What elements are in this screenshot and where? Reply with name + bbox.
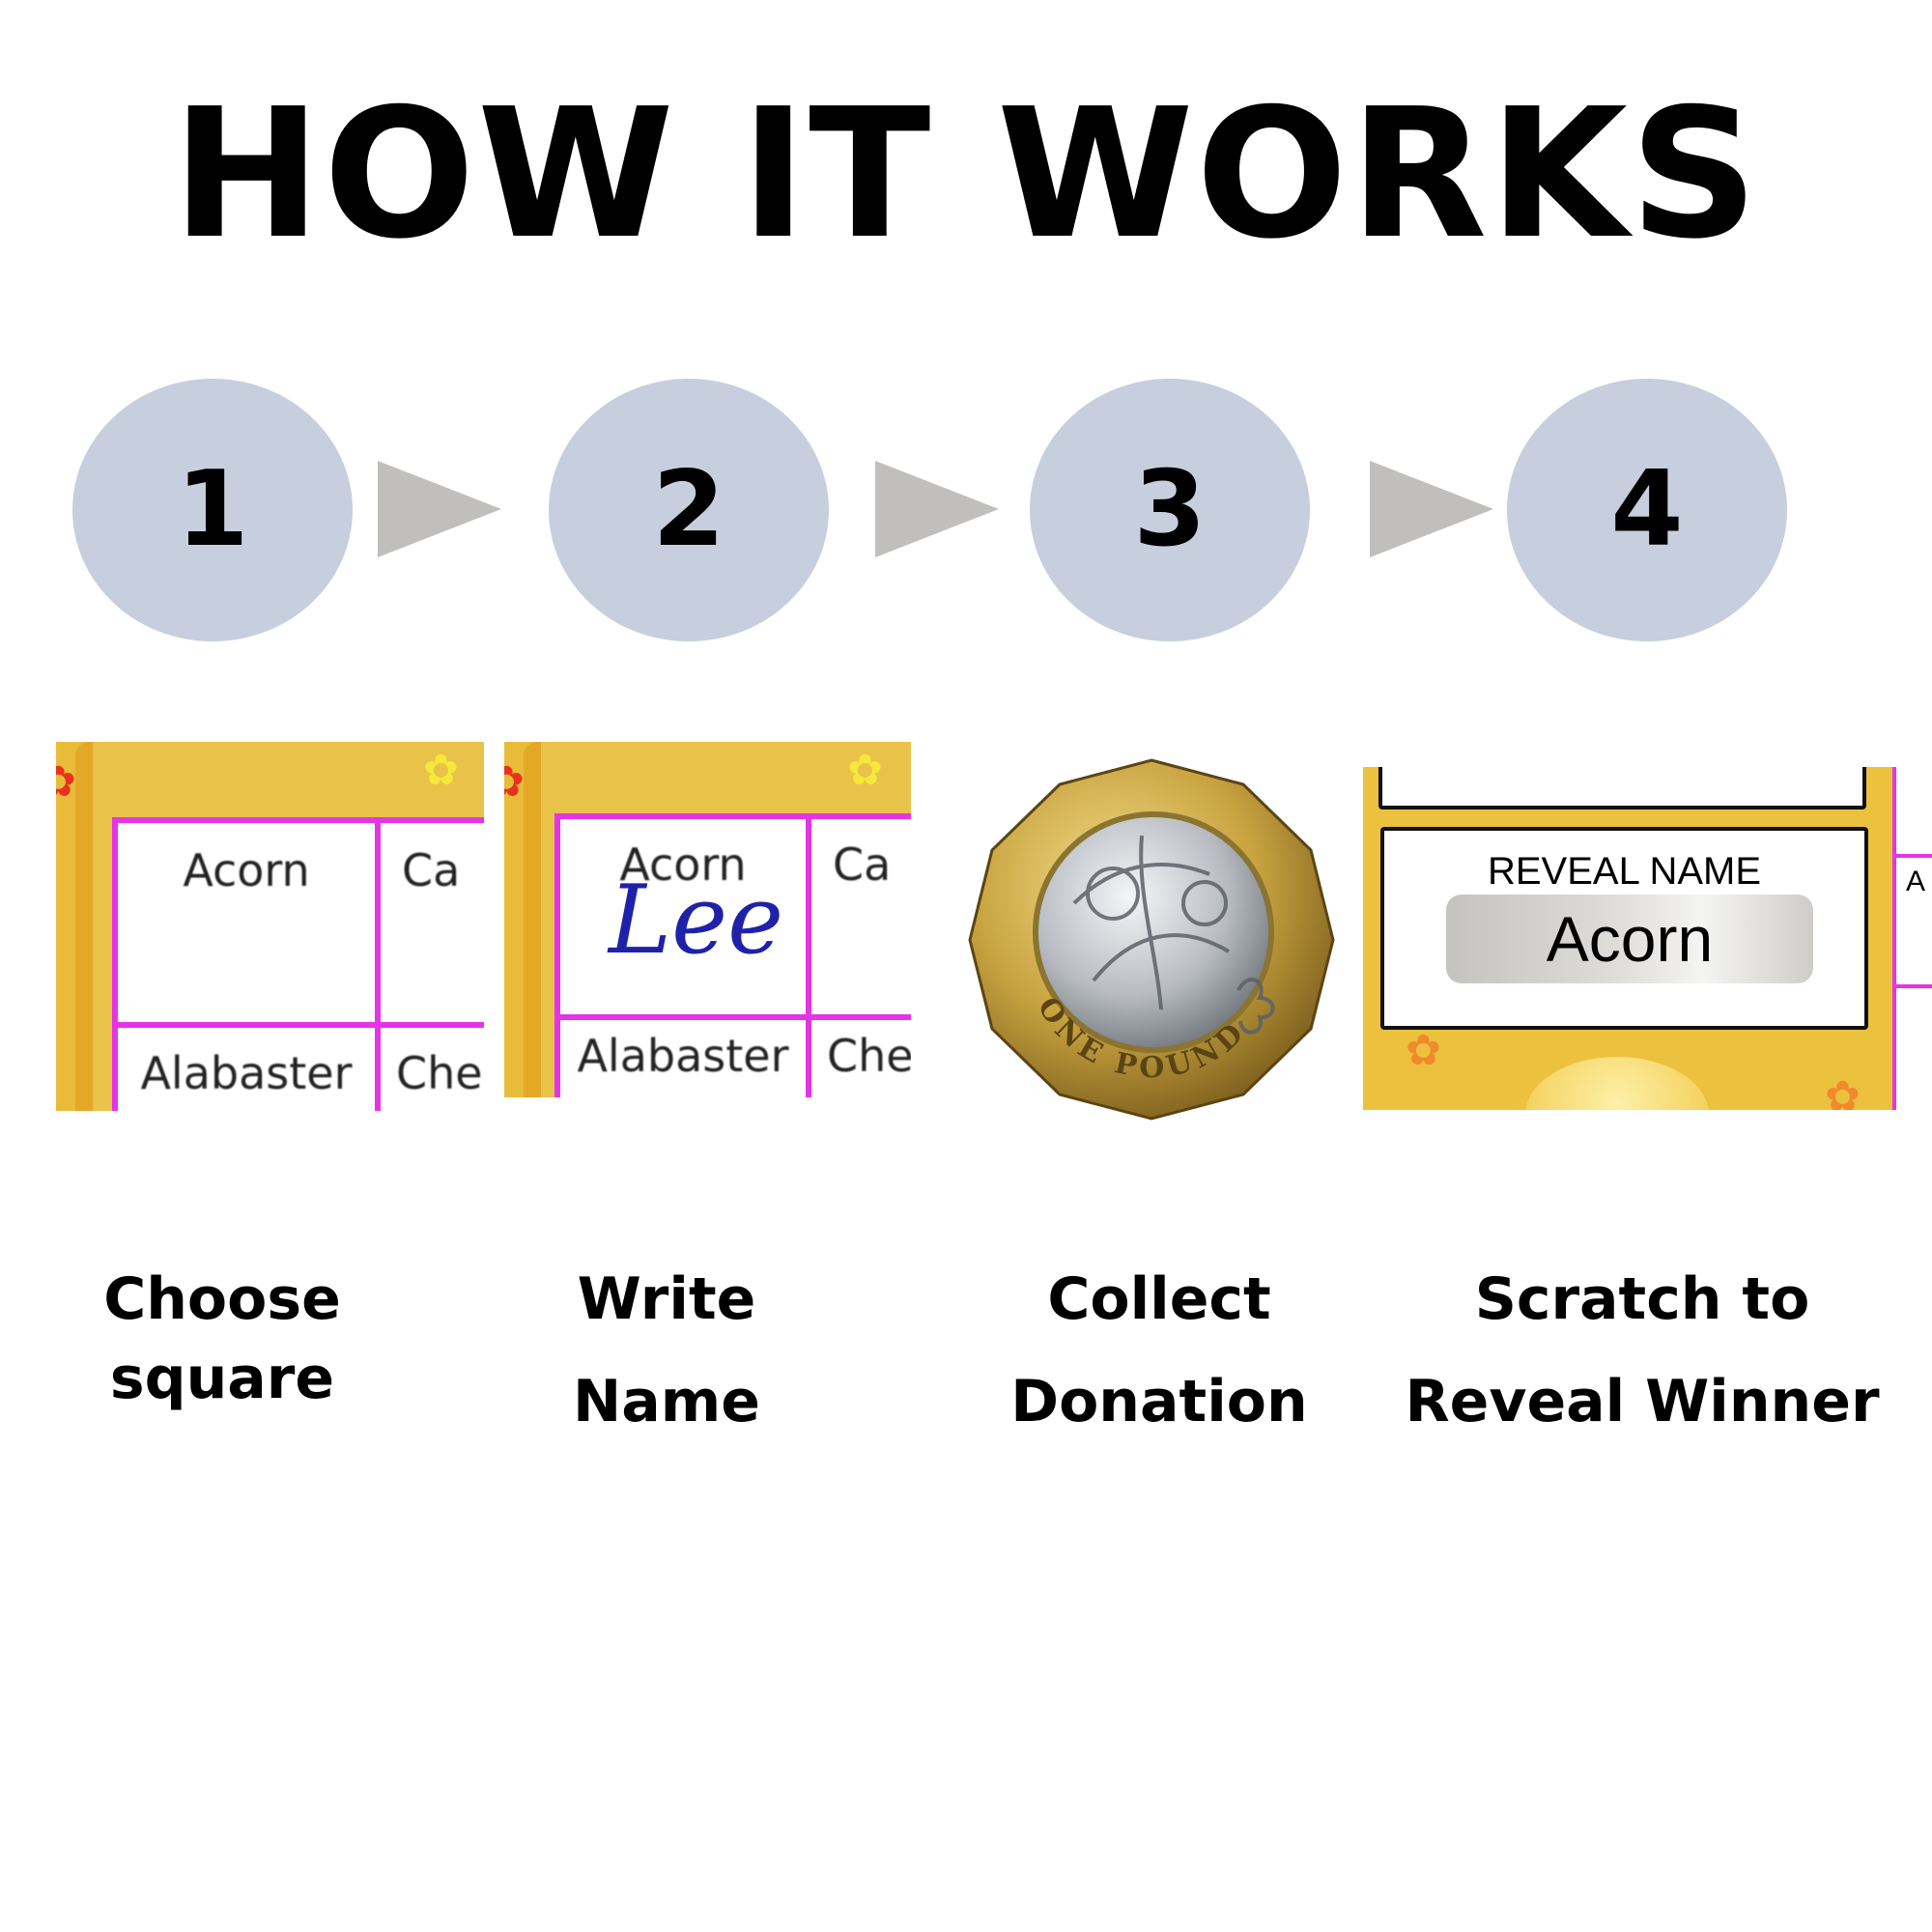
coin-icon: ONE POUND — [968, 758, 1335, 1121]
side-grid: A — [1892, 767, 1932, 1110]
page-title: HOW IT WORKS — [171, 70, 1761, 278]
step-3-circle: 3 — [1030, 379, 1310, 641]
cell-text: Alabaster — [577, 1030, 789, 1082]
cell-text: Ca — [402, 844, 461, 896]
arrow-right-icon — [875, 461, 999, 557]
step-1-label: Choose square — [39, 1248, 406, 1430]
step-1-circle: 1 — [72, 379, 353, 641]
grid-cell: Che — [806, 1014, 911, 1097]
step-4-number: 4 — [1610, 449, 1684, 570]
grid-cell: Ca — [375, 817, 484, 1028]
reveal-title: REVEAL NAME — [1487, 850, 1762, 893]
step-4-circle: 4 — [1507, 379, 1787, 641]
step-4-label: Scratch to Reveal Winner — [1391, 1248, 1893, 1453]
flower-icon: ✿ — [504, 758, 525, 806]
grid-cell: Acorn — [112, 817, 381, 1028]
grid-card-image-2: ✿ ✿ Acorn Lee Ca Alabaster Che — [504, 742, 911, 1097]
handwritten-name: Lee — [609, 866, 784, 976]
step-3-label-line1: Collect — [1047, 1265, 1271, 1333]
step-2-label: Write Name — [483, 1248, 850, 1453]
cell-text: Acorn — [619, 838, 747, 891]
cell-text: Che — [827, 1030, 911, 1082]
grid-line — [1896, 984, 1932, 988]
grid-line — [1896, 854, 1932, 858]
step-3-label: Collect Donation — [947, 1248, 1372, 1453]
step-4-label-line1: Scratch to — [1474, 1265, 1810, 1333]
step-2-number: 2 — [652, 449, 725, 570]
step-1-label-line1: Choose — [103, 1265, 341, 1333]
step-2-label-line2: Name — [573, 1368, 760, 1435]
flower-icon: ✿ — [423, 747, 459, 794]
card-background: ✿ ✿ Acorn Lee Ca Alabaster Che — [504, 742, 911, 1097]
cell-text: Ca — [833, 838, 892, 891]
step-1-number: 1 — [176, 449, 249, 570]
step-3-number: 3 — [1133, 449, 1207, 570]
flower-icon: ✿ — [1406, 1027, 1441, 1074]
grid-cell: Alabaster — [554, 1014, 811, 1097]
step-2-circle: 2 — [549, 379, 829, 641]
reveal-box: REVEAL NAME Acorn — [1380, 827, 1868, 1030]
revealed-name: Acorn — [1546, 903, 1714, 975]
card-background: ✿ ✿ Acorn Ca Alabaster Che — [56, 742, 484, 1111]
cell-text: Che — [396, 1047, 483, 1099]
flower-icon: ✿ — [847, 747, 883, 794]
grid-cell: Alabaster — [112, 1022, 381, 1111]
arrow-right-icon — [378, 461, 501, 557]
cell-text: Acorn — [183, 844, 310, 896]
reveal-card-image: REVEAL NAME Acorn A ✿ ✿ — [1363, 767, 1932, 1110]
prize-box — [1378, 767, 1866, 810]
step-4-label-line2: Reveal Winner — [1405, 1368, 1880, 1435]
step-3-label-line2: Donation — [1010, 1368, 1308, 1435]
grid-cell: Ca — [806, 813, 911, 1020]
scratch-panel: Acorn — [1446, 895, 1813, 983]
grid-cell: Che — [375, 1022, 484, 1111]
cell-text: Alabaster — [140, 1047, 353, 1099]
pound-coin-image: ONE POUND — [968, 758, 1335, 1121]
arrow-right-icon — [1370, 461, 1493, 557]
side-letter: A — [1906, 866, 1926, 897]
flower-icon: ✿ — [1825, 1073, 1861, 1111]
step-2-label-line1: Write — [577, 1265, 756, 1333]
grid-card-image-1: ✿ ✿ Acorn Ca Alabaster Che — [56, 742, 484, 1111]
flower-icon: ✿ — [56, 758, 76, 806]
step-1-label-line2: square — [109, 1345, 335, 1412]
